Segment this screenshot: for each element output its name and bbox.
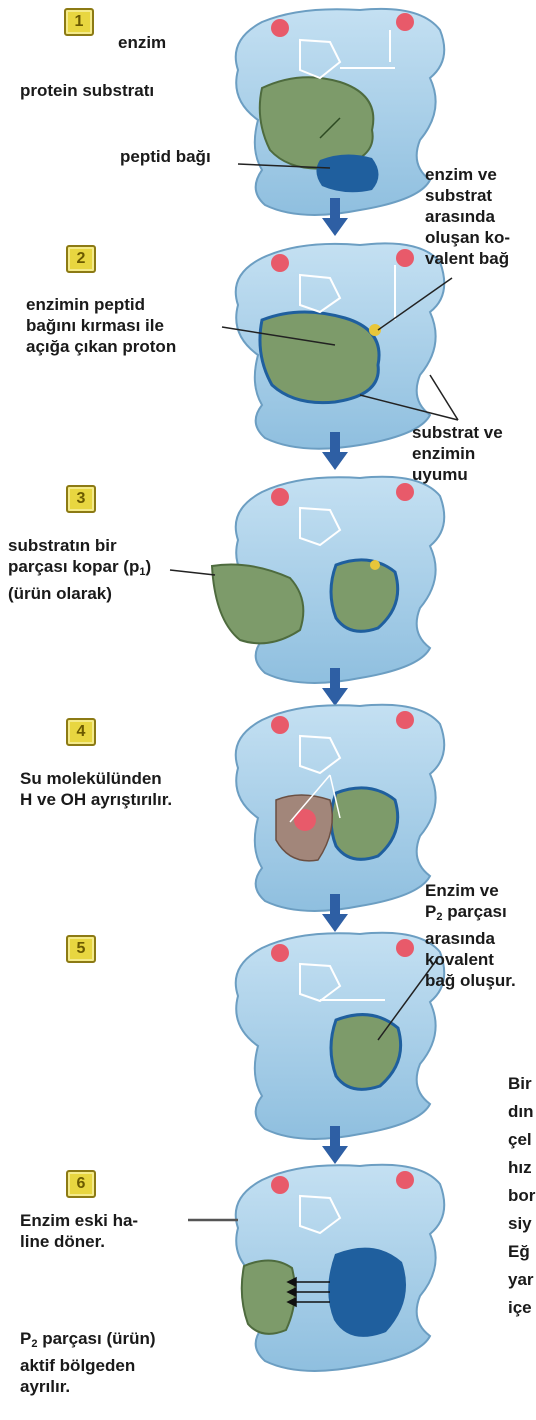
step4-enzyme: [234, 703, 446, 912]
arrow-4-5: [322, 894, 348, 932]
label-su: Su molekülünden H ve OH ayrıştırılır.: [20, 769, 173, 809]
p1-pointer: [169, 569, 216, 576]
label-p2-urun: P2 parçası (ürün) aktif bölgeden ayrılır…: [20, 1329, 156, 1396]
step-badge-3: 3: [66, 485, 96, 513]
step1-enzyme: [234, 7, 446, 216]
arrow-1-2: [322, 198, 348, 236]
release-arrows: [286, 1276, 330, 1308]
label-protein-substrati: protein substratı: [20, 81, 155, 100]
p2-bond-pointer: [377, 957, 439, 1041]
p1-fragment: [210, 563, 305, 645]
fit-pointer-2: [429, 374, 459, 421]
step-badge-6: 6: [66, 1170, 96, 1198]
step5-enzyme: [234, 931, 446, 1140]
label-enzim: enzim: [118, 33, 167, 52]
step-badge-2: 2: [66, 245, 96, 273]
label-peptid-bagi: peptid bağı: [120, 147, 211, 166]
fit-pointer-1: [359, 394, 459, 421]
arrow-3-4: [322, 668, 348, 706]
pink-marker-right: [396, 13, 414, 31]
step-badge-5: 5: [66, 935, 96, 963]
step2-enzyme: [234, 242, 446, 450]
label-cut-text: Bir dın çel hız bor siy Eğ yar içe: [508, 1074, 536, 1317]
label-proton: enzimin peptid bağını kırması ile açığa …: [26, 295, 177, 356]
label-p2-bond: Enzim ve P2 parçası arasında kovalent ba…: [425, 881, 516, 990]
empty-active-site: [328, 1247, 407, 1337]
label-kovalent-bag: enzim ve substrat arasında oluşan ko- va…: [425, 165, 511, 268]
proton-pointer: [221, 326, 336, 346]
covalent-site: [369, 324, 381, 336]
p2-fragment: [240, 1259, 296, 1335]
pink-marker-left: [271, 19, 289, 37]
step-badge-1: 1: [64, 8, 94, 36]
label-uyum: substrat ve enzimin uyumu: [412, 423, 503, 484]
label-eski-hal: Enzim eski ha- line döner.: [20, 1211, 139, 1251]
step-badge-4: 4: [66, 718, 96, 746]
arrow-5-6: [322, 1126, 348, 1164]
arrow-2-3: [322, 432, 348, 470]
water-molecule: [294, 809, 316, 831]
label-p1: substratın bir parçası kopar (p1) (ürün …: [8, 536, 152, 603]
peptid-pointer: [237, 163, 331, 169]
covalent-pointer: [377, 277, 453, 331]
